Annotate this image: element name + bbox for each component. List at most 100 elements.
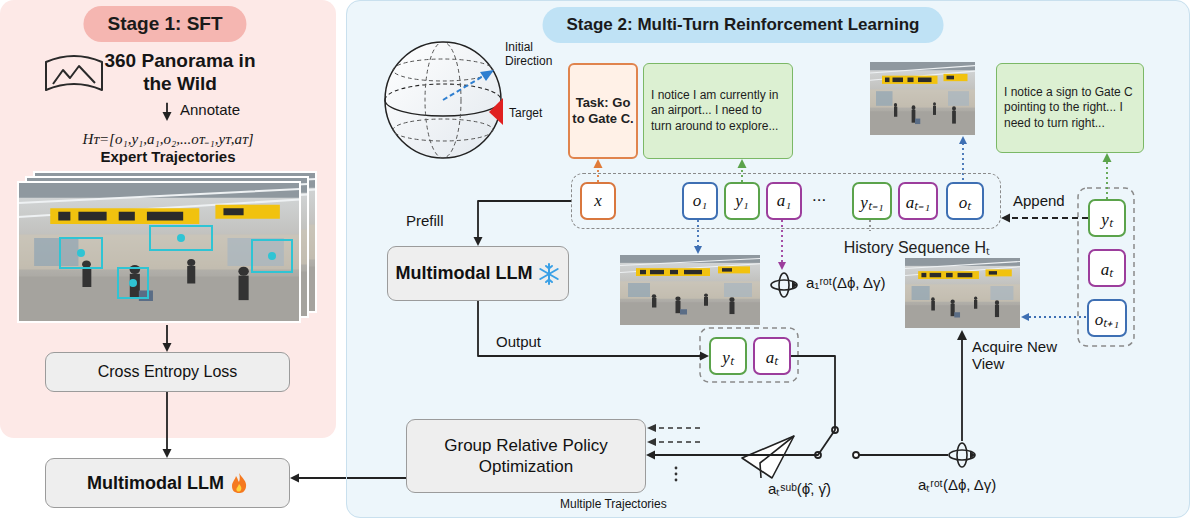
connector xyxy=(474,201,572,246)
source-label: 360 Panorama in the Wild xyxy=(103,43,257,103)
snowflake-icon xyxy=(538,263,560,285)
node-text: aₜ xyxy=(766,345,779,368)
annotation-label: Initial Direction xyxy=(505,40,569,68)
sphere xyxy=(385,42,503,158)
token-box: yₜ xyxy=(709,337,747,375)
task-box: Task: Go to Gate C. xyxy=(568,63,638,159)
token-box: aₜ xyxy=(1088,249,1126,287)
node-text: Hᴛ=[o₁,y₁,a₁,o₂,...oᴛ₋₁,yᴛ,aᴛ] xyxy=(82,128,253,148)
rotation-icon xyxy=(771,273,975,467)
connector xyxy=(163,392,172,458)
node-text: yₜ₋₁ xyxy=(860,190,883,213)
node-text: Task: Go to Gate C. xyxy=(570,95,636,128)
node-text: Cross Entropy Loss xyxy=(98,363,238,381)
node-text: Multimodal LLM xyxy=(87,473,224,494)
node-text: aₜ₋₁ xyxy=(906,190,930,213)
annotation-label: Target xyxy=(509,106,542,120)
node-text: aₜ xyxy=(1101,257,1114,280)
edge-label: Output xyxy=(494,333,543,350)
connector-line xyxy=(1106,159,1108,199)
node-text: 360 Panorama in the Wild xyxy=(103,50,257,96)
arrow-head xyxy=(1103,153,1112,162)
node-text: I notice a sign to Gate C pointing to th… xyxy=(1004,85,1136,131)
node-text: Stage 1: SFT xyxy=(83,6,246,42)
connector xyxy=(163,325,172,352)
arrow-head xyxy=(646,451,655,460)
token-box: o₁ xyxy=(682,182,718,220)
arrow-head xyxy=(738,159,747,168)
paper-plane xyxy=(742,436,794,478)
model-box: Multimodal LLM xyxy=(387,246,569,301)
connector xyxy=(290,474,406,483)
token-box: oₜ₊₁ xyxy=(1087,299,1127,337)
node-text: x xyxy=(594,191,602,211)
node-text: yₜ xyxy=(722,345,734,368)
connector-line xyxy=(296,477,406,479)
connector xyxy=(594,159,603,182)
arrow-head xyxy=(474,237,483,246)
view-arrow xyxy=(957,330,967,441)
node-text: History Sequence Hₜ xyxy=(844,236,990,258)
thought-box: I notice I am currently in an airport...… xyxy=(643,63,793,159)
arrow-head xyxy=(700,352,709,361)
flame-icon xyxy=(230,472,248,494)
node-text: oₜ xyxy=(959,190,972,213)
token-box: aₜ₋₁ xyxy=(898,182,938,220)
model-box: Multimodal LLM xyxy=(45,458,290,508)
stage2-background xyxy=(346,0,1190,518)
arrow-head xyxy=(1001,214,1010,223)
node-text: oₜ₊₁ xyxy=(1095,307,1119,330)
arrow-head xyxy=(163,112,172,121)
annotation-label: ... xyxy=(812,186,826,206)
token-box: aₜ xyxy=(753,337,791,375)
token-box: oₜ xyxy=(946,182,984,220)
annotation-label: Multiple Trajectories xyxy=(560,497,667,511)
node-text: Expert Trajectories xyxy=(100,148,235,165)
optimizer-box: Group Relative Policy Optimization xyxy=(406,419,646,493)
connector xyxy=(738,159,747,182)
connector xyxy=(163,103,172,121)
annotation-label: a₁ʳᵒᵗ(Δϕ, Δγ) xyxy=(806,274,885,291)
connector-line xyxy=(478,301,703,356)
token-box: a₁ xyxy=(766,182,802,220)
node-text: I notice I am currently in an airport...… xyxy=(651,88,785,134)
stage1-background xyxy=(0,0,336,438)
edge-label: Prefill xyxy=(404,212,446,229)
panorama-icon xyxy=(46,56,102,90)
thought-box: I notice a sign to Gate C pointing to th… xyxy=(996,63,1144,153)
annotation-label: Acquire New View xyxy=(972,338,1070,372)
edge-label: Append xyxy=(1011,192,1067,209)
node-text: a₁ xyxy=(777,191,791,211)
node-text: Stage 2: Multi-Turn Reinforcement Learni… xyxy=(543,7,944,43)
connector-line xyxy=(478,201,571,240)
trajectory-stack: Expert Trajectories xyxy=(18,148,318,325)
connector-line xyxy=(166,392,168,452)
connector xyxy=(1103,153,1112,199)
node-text: y₁ xyxy=(735,191,748,211)
stage-panel: Stage 2: Multi-Turn Reinforcement Learni… xyxy=(346,0,1190,518)
connector-line xyxy=(1007,217,1088,219)
trajectory-arrows xyxy=(647,424,700,481)
history-group: History Sequence Hₜxo₁y₁a₁yₜ₋₁aₜ₋₁oₜ xyxy=(571,173,1001,229)
token-box: yₜ₋₁ xyxy=(852,182,892,220)
arrow-head xyxy=(594,159,603,168)
stage-panel: Stage 1: SFT 360 Panorama in the WildHᴛ=[… xyxy=(0,0,336,438)
view-images xyxy=(620,62,1020,328)
loss-box: Cross Entropy Loss xyxy=(45,352,290,392)
token-box: yₜ xyxy=(1088,199,1126,237)
connector xyxy=(478,301,709,361)
node-text: yₜ xyxy=(1101,207,1113,230)
node-text: Group Relative Policy Optimization xyxy=(444,435,608,478)
dotted-leaders xyxy=(698,142,1086,317)
arrow-head xyxy=(163,449,172,458)
node-text: o₁ xyxy=(693,191,707,211)
token-box: x xyxy=(580,182,616,220)
connector-line xyxy=(166,325,168,346)
connector xyxy=(1001,214,1088,223)
edge-label: Annotate xyxy=(178,101,242,118)
token-box: y₁ xyxy=(724,182,760,220)
trajectory-images xyxy=(18,172,316,322)
arrow-head xyxy=(290,474,299,483)
annotation-label: aₜˢᵘᵇ(ϕ̂, γ̂) xyxy=(768,478,831,498)
